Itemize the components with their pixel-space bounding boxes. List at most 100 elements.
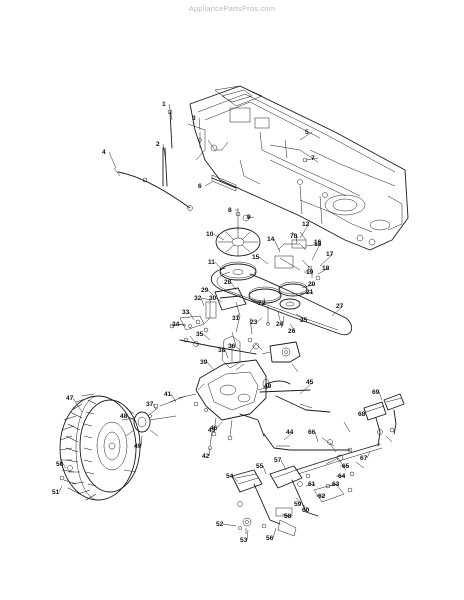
callout-leader-57	[280, 459, 287, 471]
callout-29: 29	[201, 287, 209, 294]
callout-68: 68	[358, 411, 366, 418]
callout-leader-28	[230, 281, 237, 291]
callout-leader-20	[301, 283, 316, 289]
rear-wheel	[59, 393, 141, 501]
callout-leader-12	[299, 223, 310, 239]
callout-51: 51	[52, 489, 60, 496]
callout-leader-67	[366, 451, 371, 459]
callout-leader-61	[305, 483, 316, 487]
callout-46: 46	[210, 425, 218, 432]
callout-leader-38	[224, 349, 229, 359]
callout-42: 42	[202, 453, 210, 460]
callout-leader-22	[263, 297, 266, 304]
callout-34: 34	[172, 321, 180, 328]
callout-48: 48	[120, 413, 128, 420]
callout-21: 21	[306, 289, 314, 296]
callout-leader-5	[299, 131, 313, 141]
callout-leader-9	[245, 216, 255, 219]
callout-9: 9	[247, 214, 251, 221]
callout-2: 2	[156, 141, 160, 148]
callout-leader-18	[317, 267, 330, 275]
callout-leader-70	[295, 235, 298, 245]
callout-leader-63	[329, 483, 340, 487]
callout-leader-15	[258, 256, 269, 265]
callout-leader-48	[126, 415, 135, 421]
callout-66: 66	[308, 429, 316, 436]
callout-40: 40	[264, 383, 272, 390]
callout-leader-32	[200, 297, 205, 307]
callout-leader-4	[108, 151, 117, 169]
brake-pedal-assembly	[231, 457, 347, 537]
callout-leader-69	[378, 391, 383, 401]
callout-leader-23	[256, 317, 263, 323]
callout-11: 11	[208, 259, 215, 266]
callout-leader-45	[299, 381, 314, 395]
callout-leader-16	[311, 241, 322, 261]
callout-17: 17	[326, 251, 334, 258]
callout-38: 38	[218, 347, 226, 354]
callout-leader-29	[207, 289, 215, 297]
callout-leader-30	[215, 297, 223, 303]
callout-67: 67	[360, 455, 368, 462]
callout-18: 18	[322, 265, 330, 272]
callout-20: 20	[308, 281, 316, 288]
callout-54: 54	[226, 473, 234, 480]
callout-63: 63	[332, 481, 340, 488]
callout-leader-59	[295, 497, 302, 505]
callout-53: 53	[240, 537, 248, 544]
callout-leader-3	[198, 117, 201, 131]
cooling-fan	[215, 208, 261, 257]
callout-57: 57	[274, 457, 282, 464]
callout-65: 65	[342, 463, 350, 470]
callout-leader-60	[301, 503, 310, 511]
callout-32: 32	[194, 295, 202, 302]
callout-10: 10	[206, 231, 214, 238]
callout-leader-24	[282, 315, 285, 325]
callout-62: 62	[318, 493, 326, 500]
callout-leader-17	[319, 253, 334, 267]
callout-leader-1	[168, 103, 173, 121]
callout-leader-31	[237, 313, 240, 319]
callout-leader-41	[170, 393, 177, 403]
callout-leader-10	[212, 233, 225, 241]
callout-leader-55	[262, 465, 267, 475]
callout-47: 47	[66, 395, 74, 402]
callout-leader-13	[305, 243, 322, 247]
callout-leader-26	[289, 323, 296, 332]
transmission	[159, 335, 291, 441]
callout-leader-49	[140, 435, 143, 447]
callout-41: 41	[164, 391, 172, 398]
callout-leader-14	[273, 238, 281, 253]
callout-64: 64	[338, 473, 346, 480]
callout-61: 61	[308, 481, 316, 488]
shift-linkage	[169, 323, 353, 453]
callout-leader-2	[162, 143, 166, 157]
callout-37: 37	[146, 401, 154, 408]
callout-leader-58	[281, 513, 292, 517]
callout-leader-21	[299, 291, 314, 295]
callout-leader-53	[246, 529, 249, 541]
callout-4: 4	[102, 149, 106, 156]
callout-52: 52	[216, 521, 224, 528]
callout-leader-51	[58, 485, 63, 493]
axle-bracket	[261, 341, 301, 373]
cross-shaft	[295, 439, 383, 493]
callout-leader-66	[314, 431, 319, 443]
shift-rods	[113, 109, 319, 211]
callout-59: 59	[294, 501, 302, 508]
callout-leader-35	[202, 333, 211, 341]
callout-58: 58	[284, 513, 292, 520]
callout-leader-46	[216, 421, 223, 429]
callout-70: 70	[290, 233, 298, 240]
hardware	[188, 319, 253, 534]
callout-25: 25	[300, 317, 308, 324]
callout-leader-44	[283, 431, 294, 441]
callout-31: 31	[232, 315, 240, 322]
callout-39: 39	[200, 359, 208, 366]
drive-pedals	[363, 393, 405, 447]
callout-leader-50	[62, 463, 67, 469]
callout-13: 13	[314, 241, 322, 248]
callout-26: 26	[288, 328, 296, 335]
callout-16: 16	[314, 239, 322, 246]
